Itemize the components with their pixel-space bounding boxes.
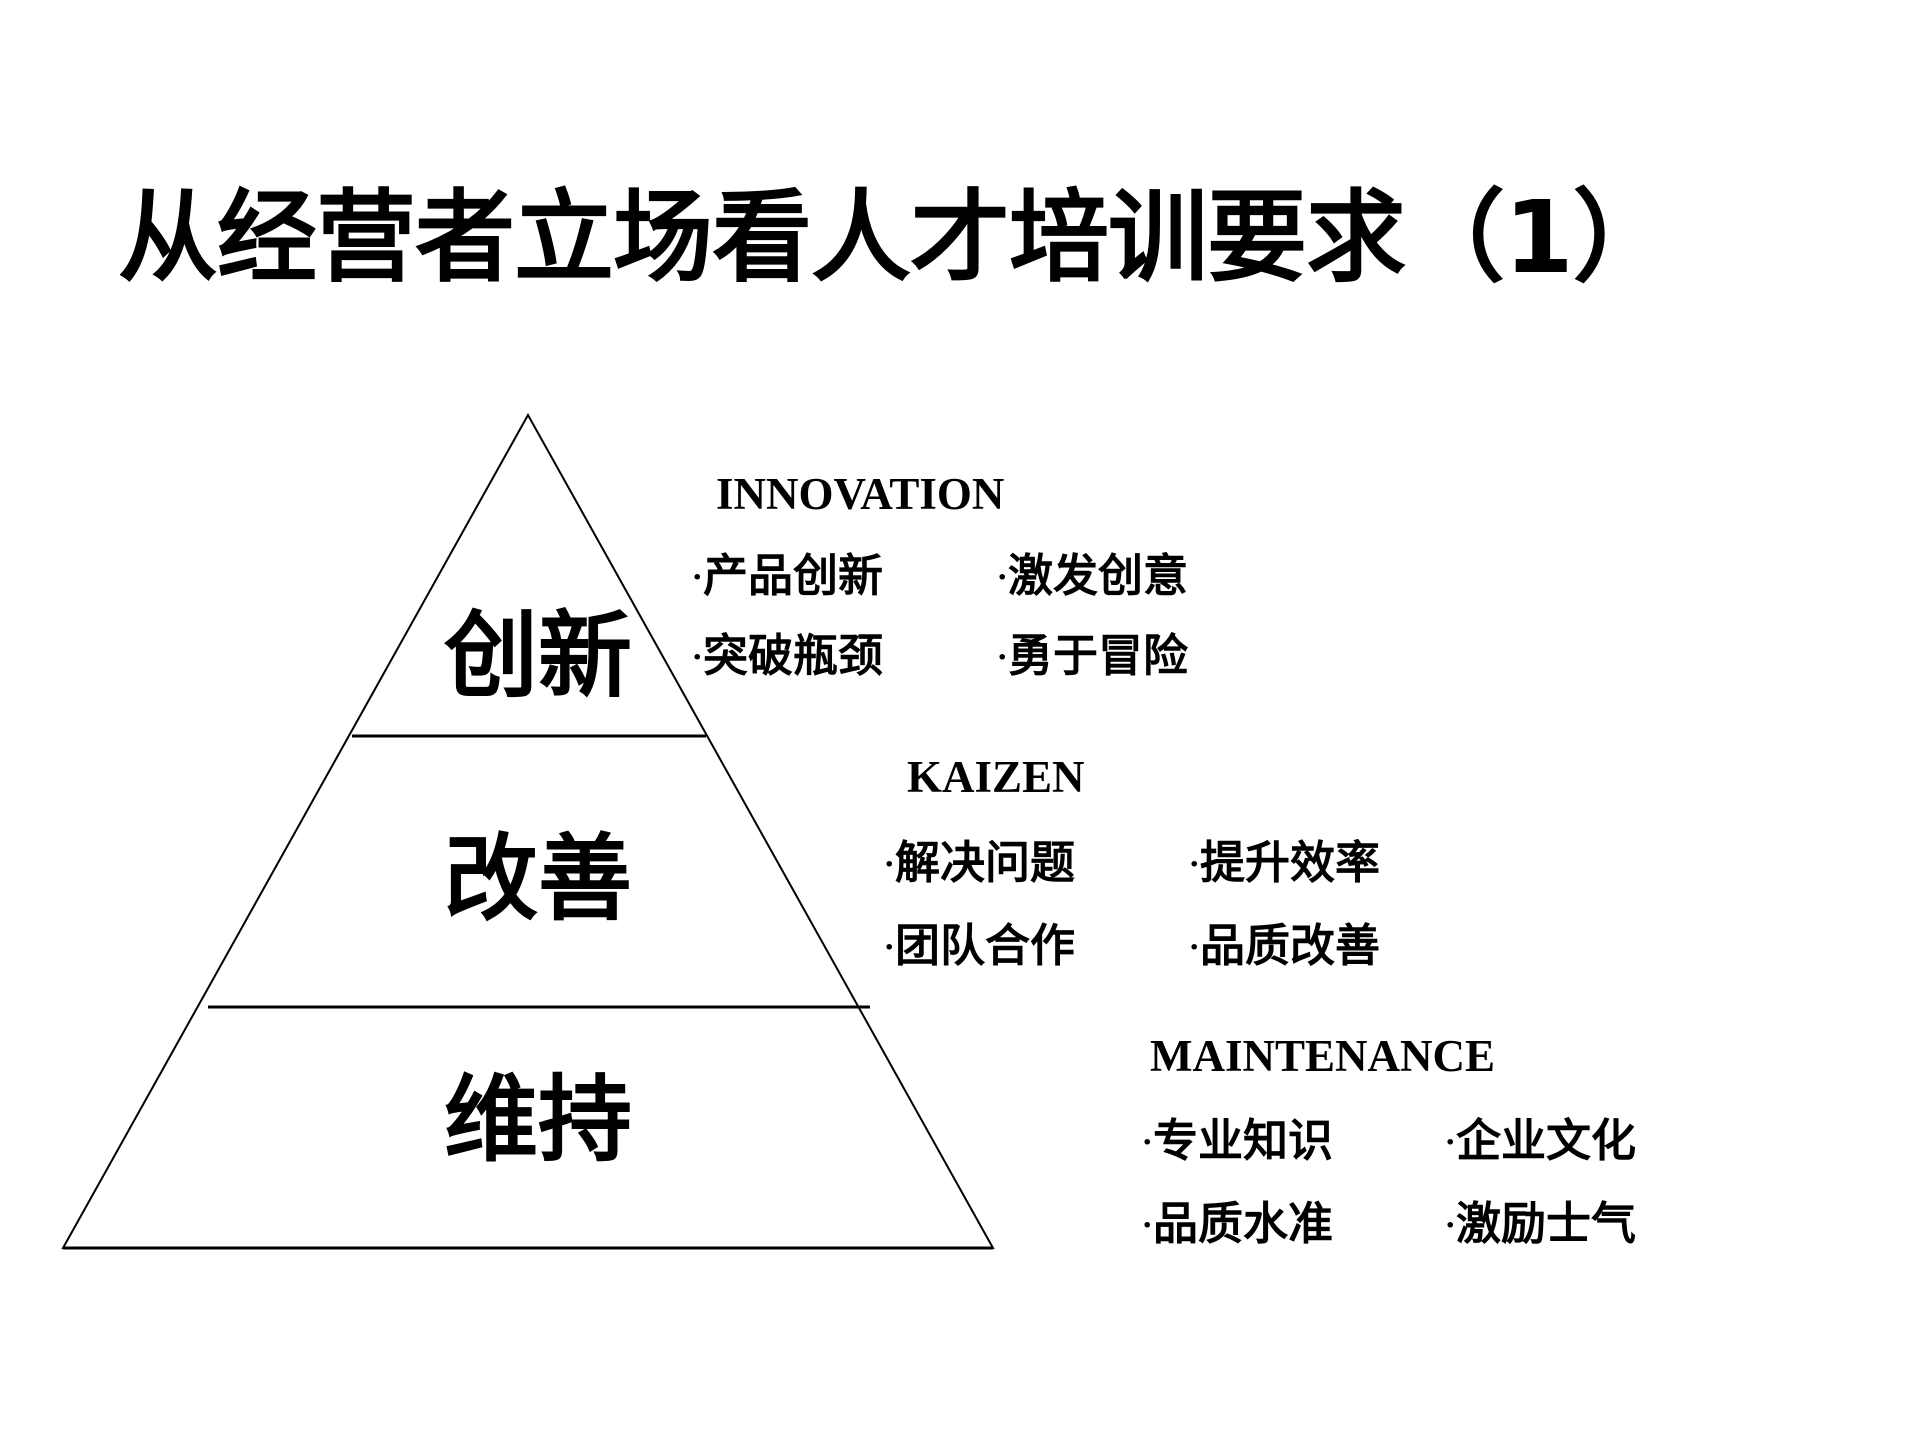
tier-label-maintenance: 维持 [443,1065,632,1175]
bullet-text: 企业文化 [1456,1114,1637,1167]
tier-label-kaizen: 改善 [443,824,632,934]
bullet-text: 激发创意 [1008,549,1189,602]
bullet-dot-icon: · [1445,1125,1456,1160]
bullet-item: ·品质改善 [1189,920,1380,974]
tier-label-innovation: 创新 [443,601,632,711]
bullet-dot-icon: · [997,640,1008,675]
bullet-item: ·激发创意 [997,550,1188,604]
section-heading-maintenance: MAINTENANCE [1150,1031,1496,1081]
bullet-text: 勇于冒险 [1008,629,1189,682]
bullet-dot-icon: · [1189,847,1200,882]
bullet-dot-icon: · [1445,1208,1456,1243]
bullet-item: ·企业文化 [1445,1115,1636,1169]
bullet-item: ·产品创新 [692,550,883,604]
bullet-text: 专业知识 [1153,1114,1334,1167]
bullet-item: ·勇于冒险 [997,630,1188,684]
section-heading-kaizen: KAIZEN [907,752,1085,802]
bullet-item: ·团队合作 [884,920,1075,974]
bullet-dot-icon: · [884,930,895,965]
bullet-item: ·提升效率 [1189,837,1380,891]
section-heading-innovation: INNOVATION [716,469,1005,519]
bullet-dot-icon: · [1142,1125,1153,1160]
bullet-text: 解决问题 [895,836,1076,889]
bullet-dot-icon: · [1142,1208,1153,1243]
bullet-text: 品质水准 [1153,1197,1334,1250]
bullet-text: 提升效率 [1200,836,1381,889]
bullet-dot-icon: · [692,640,703,675]
bullet-text: 品质改善 [1200,919,1381,972]
bullet-item: ·专业知识 [1142,1115,1333,1169]
bullet-dot-icon: · [884,847,895,882]
bullet-item: ·突破瓶颈 [692,630,883,684]
bullet-dot-icon: · [997,560,1008,595]
slide-title: 从经营者立场看人才培训要求（1） [118,179,1673,296]
bullet-item: ·解决问题 [884,837,1075,891]
bullet-text: 突破瓶颈 [703,629,884,682]
bullet-item: ·激励士气 [1445,1198,1636,1252]
bullet-text: 产品创新 [703,549,884,602]
bullet-dot-icon: · [692,560,703,595]
bullet-item: ·品质水准 [1142,1198,1333,1252]
bullet-dot-icon: · [1189,930,1200,965]
bullet-text: 团队合作 [895,919,1076,972]
bullet-text: 激励士气 [1456,1197,1637,1250]
